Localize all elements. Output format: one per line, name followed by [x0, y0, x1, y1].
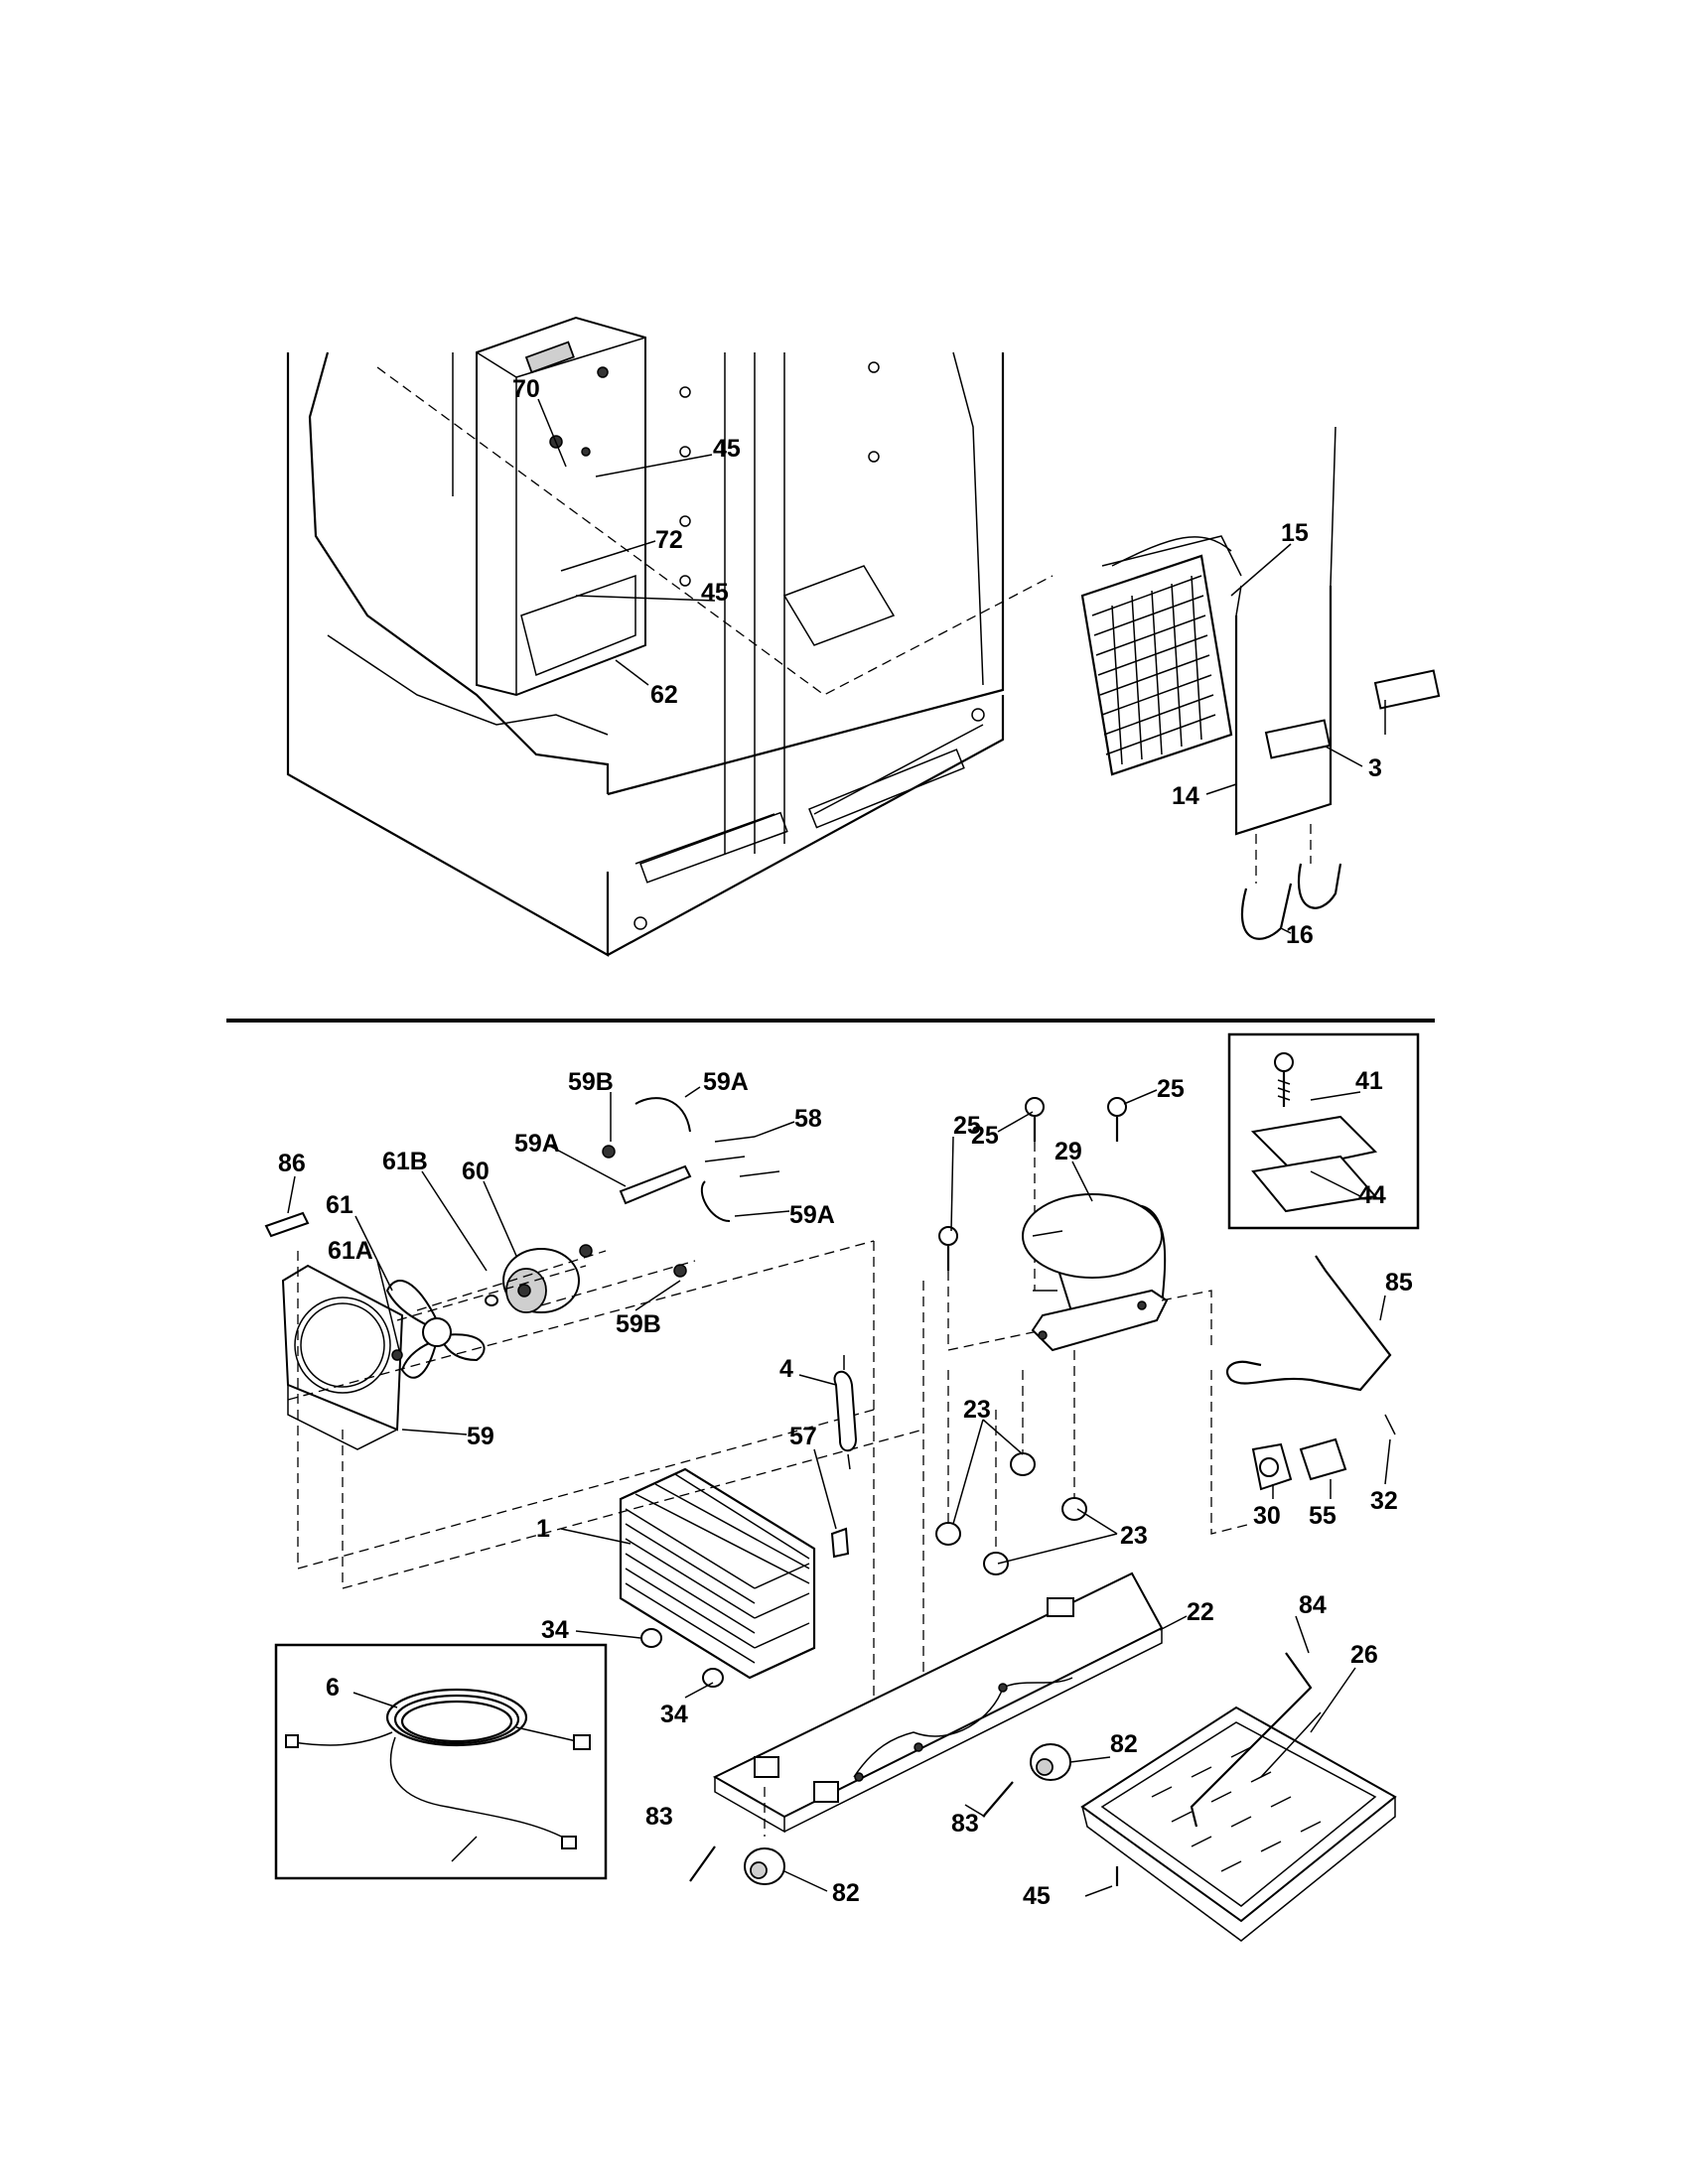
callout-59A-left: 59A	[514, 1130, 560, 1158]
callout-26: 26	[1350, 1641, 1378, 1669]
callout-32: 32	[1370, 1487, 1398, 1515]
callout-34-left: 34	[541, 1616, 569, 1644]
clip-86	[264, 1211, 310, 1238]
fan-motor	[485, 1248, 580, 1313]
callout-85: 85	[1385, 1269, 1413, 1297]
power-cord-inset: 6	[274, 1643, 608, 1880]
callout-83-right: 83	[951, 1810, 979, 1838]
callout-34-bottom: 34	[660, 1701, 688, 1728]
lower-section: 41 44 6	[264, 1032, 1420, 1942]
electrical-parts	[1210, 1370, 1396, 1535]
base-plate	[712, 1571, 1164, 1837]
callout-55: 55	[1309, 1502, 1336, 1530]
compressor	[1022, 1193, 1169, 1352]
block-3a	[1264, 719, 1332, 759]
callout-82-right: 82	[1110, 1730, 1138, 1758]
callout-45-top: 45	[713, 435, 741, 463]
grommets-23	[935, 1290, 1212, 1575]
motor-brackets	[579, 1097, 780, 1278]
callout-59B-top: 59B	[568, 1068, 614, 1096]
callout-30: 30	[1253, 1502, 1281, 1530]
callout-22: 22	[1187, 1598, 1214, 1626]
callout-59: 59	[467, 1423, 494, 1450]
callout-57: 57	[789, 1423, 817, 1450]
callout-83-left: 83	[645, 1803, 673, 1831]
callout-45-mid: 45	[701, 579, 729, 607]
clips-16	[1240, 824, 1342, 940]
callout-59A-right: 59A	[789, 1201, 835, 1229]
lower-dash-leaders	[287, 1240, 924, 1717]
feet-82	[744, 1743, 1071, 1885]
drain-tubes	[1234, 426, 1336, 836]
evaporator-cover	[476, 316, 646, 697]
fan-blade	[385, 1280, 486, 1379]
drain-pan	[1080, 1652, 1397, 1942]
lower-leaders	[287, 1086, 1391, 1897]
callout-72: 72	[655, 526, 683, 554]
callout-59B-bottom: 59B	[616, 1310, 661, 1338]
callout-60: 60	[462, 1158, 490, 1185]
callout-61: 61	[326, 1191, 353, 1219]
cabinet	[286, 351, 1005, 957]
callout-23-right: 23	[1120, 1522, 1148, 1550]
callout-25-mid: 25	[953, 1112, 981, 1140]
callout-1: 1	[536, 1515, 550, 1543]
callout-58: 58	[794, 1105, 822, 1133]
fan-shroud	[281, 1264, 404, 1450]
upper-leaders	[537, 398, 1386, 934]
callout-45-bottom: 45	[1023, 1882, 1051, 1910]
callout-6: 6	[326, 1674, 340, 1702]
spacer-34a	[640, 1628, 662, 1648]
callout-16: 16	[1286, 921, 1314, 949]
condenser-1	[619, 1467, 816, 1680]
spacer-34b	[702, 1668, 724, 1688]
drier	[833, 1355, 858, 1470]
callout-82-left: 82	[832, 1879, 860, 1907]
callout-86: 86	[278, 1150, 306, 1177]
callout-41: 41	[1355, 1067, 1383, 1095]
block-3b	[1373, 669, 1441, 710]
callout-3: 3	[1368, 754, 1382, 782]
callout-44: 44	[1358, 1181, 1386, 1209]
callout-61B: 61B	[382, 1148, 428, 1175]
screws-25	[938, 1097, 1127, 1351]
callout-25-right: 25	[1157, 1075, 1185, 1103]
callout-59A-top: 59A	[703, 1068, 749, 1096]
hardware-inset: 41 44	[1227, 1032, 1420, 1230]
callout-23-top: 23	[963, 1396, 991, 1424]
callout-70: 70	[512, 375, 540, 403]
valve-57	[830, 1527, 850, 1559]
callout-15: 15	[1281, 519, 1309, 547]
callout-29: 29	[1055, 1138, 1082, 1165]
callout-14: 14	[1172, 782, 1199, 810]
screw-83-left	[689, 1845, 716, 1882]
screw-83-right	[982, 1781, 1014, 1818]
callout-84: 84	[1299, 1591, 1327, 1619]
callout-25-left: 25	[971, 1122, 999, 1150]
drain-tube-85	[1225, 1255, 1392, 1392]
callout-4: 4	[779, 1355, 793, 1383]
callout-61A: 61A	[328, 1237, 373, 1265]
upper-section: 70 45 72 45 62 15 3 14 16	[286, 316, 1441, 957]
condenser-coil	[1080, 535, 1242, 776]
callout-62: 62	[650, 681, 678, 709]
